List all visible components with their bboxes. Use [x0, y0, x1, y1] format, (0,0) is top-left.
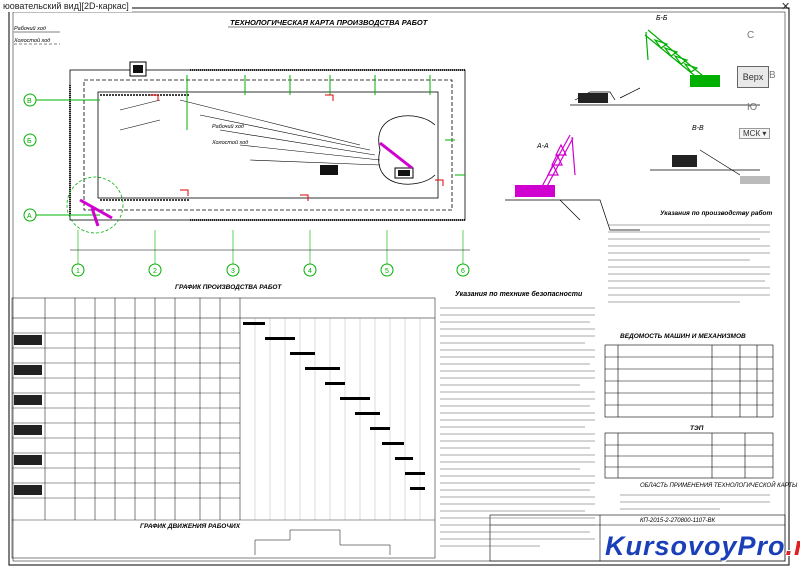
- watermark-main: KursovoyPro: [605, 531, 786, 561]
- tei-title: ТЭП: [690, 425, 704, 432]
- idle-path-label-top: Холостой ход: [13, 37, 50, 44]
- machines-table: [604, 344, 774, 418]
- watermark-ru: .ru: [785, 531, 800, 561]
- viewcube[interactable]: С Верх Ю В МСК ▾: [727, 30, 777, 150]
- section-bb-label: Б-Б: [656, 15, 668, 22]
- gantt-grid: [254, 318, 421, 520]
- safety-text-lines: [440, 307, 595, 547]
- equipment-icons: [129, 61, 414, 179]
- sheet-border: [8, 7, 790, 566]
- gantt-bars: [243, 322, 425, 490]
- section-aa-label: А-А: [536, 143, 549, 150]
- safety-title: Указания по технике безопасности: [455, 290, 583, 298]
- schedule-dark-cells: [14, 335, 42, 495]
- viewcube-top-face[interactable]: Верх: [737, 66, 769, 88]
- axis-label-2: 2: [153, 268, 157, 275]
- watermark: KursovoyPro.ru: [605, 531, 800, 562]
- working-path-label-top: Рабочий ход: [14, 25, 46, 32]
- viewcube-east[interactable]: В: [769, 70, 776, 81]
- pit-plan: [69, 69, 466, 221]
- instructions-text-lines: [608, 224, 770, 303]
- axis-label-4: 4: [308, 268, 312, 275]
- row-axis-markers: [23, 93, 37, 222]
- idle-path-label-mid: Холостой ход: [211, 139, 248, 146]
- green-reference-lines: [30, 75, 465, 216]
- close-icon[interactable]: ✕: [781, 1, 791, 13]
- section-aa-crane: [539, 134, 576, 191]
- axis-label-1: 1: [76, 268, 80, 275]
- sheet-inner-border: [12, 11, 786, 562]
- row-label-a: А: [27, 213, 32, 220]
- working-path-arrows: [119, 99, 381, 166]
- main-title: ТЕХНОЛОГИЧЕСКАЯ КАРТА ПРОИЗВОДСТВА РАБОТ: [230, 18, 429, 27]
- wcs-dropdown[interactable]: МСК ▾: [739, 128, 771, 139]
- crane-plan-magenta: [79, 141, 413, 227]
- axis-label-5: 5: [385, 268, 389, 275]
- column-axis-markers: [71, 263, 470, 277]
- row-label-b: Б: [27, 138, 32, 145]
- schedule-row-lines: [12, 332, 435, 521]
- row-label-v: В: [27, 98, 32, 105]
- instructions-title: Указания по производству работ: [660, 209, 772, 217]
- schedule-title: ГРАФИК ПРОИЗВОДСТВА РАБОТ: [175, 284, 282, 291]
- workers-title: ГРАФИК ДВИЖЕНИЯ РАБОЧИХ: [140, 523, 241, 530]
- scope-title: ОБЛАСТЬ ПРИМЕНЕНИЯ ТЕХНОЛОГИЧЕСКОЙ КАРТЫ: [640, 481, 798, 489]
- stamp-code: КП-2015-2-270800-1107-ВК: [640, 518, 715, 524]
- tei-table: [604, 432, 774, 479]
- viewcube-north[interactable]: С: [747, 30, 755, 41]
- red-markers: [150, 94, 444, 201]
- axis-label-6: 6: [461, 268, 465, 275]
- axis-label-3: 3: [231, 268, 235, 275]
- viewcube-south[interactable]: Ю: [747, 102, 758, 113]
- workers-chart: [254, 529, 391, 555]
- section-vv-label: В-В: [692, 125, 704, 132]
- machines-title: ВЕДОМОСТЬ МАШИН И МЕХАНИЗМОВ: [620, 333, 746, 340]
- section-bb-crane: [644, 29, 704, 81]
- working-path-label-mid: Рабочий ход: [212, 123, 244, 130]
- viewport-label[interactable]: юовательский вид][2D-каркас]: [0, 0, 132, 12]
